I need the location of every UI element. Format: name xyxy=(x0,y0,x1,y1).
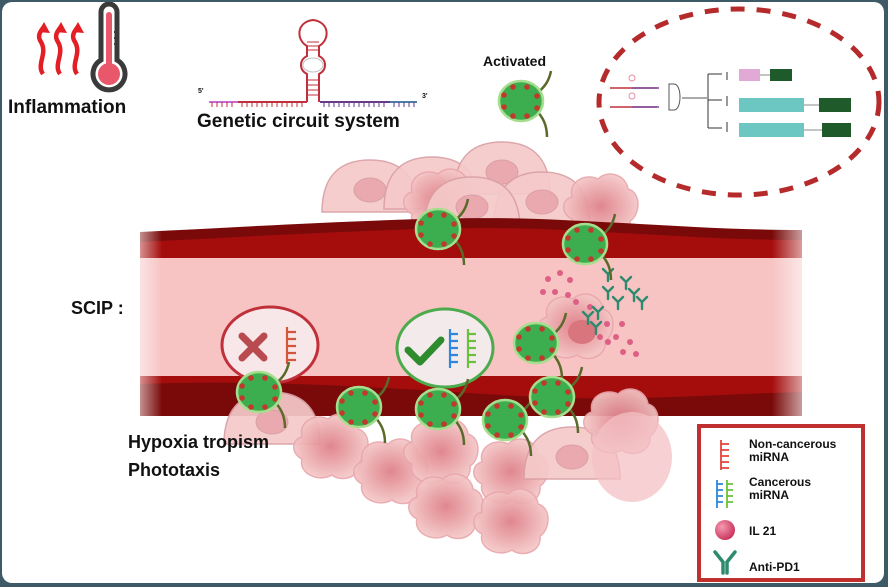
inflammation-label: Inflammation xyxy=(8,97,127,118)
blue-green-mirna-icon xyxy=(716,480,733,508)
hypoxia-tropism-label: Hypoxia tropism xyxy=(128,432,270,452)
legend-label: Anti-PD1 xyxy=(749,560,800,574)
legend-icons xyxy=(713,440,737,575)
cancerous-mirna-icon xyxy=(448,329,476,368)
dying-tumor-cell xyxy=(537,293,614,360)
red-mirna-icon xyxy=(720,440,729,470)
legend-item-cancerous: Cancerous miRNA xyxy=(749,476,811,502)
legend-label-sub: miRNA xyxy=(749,450,790,464)
thermometer-icon xyxy=(90,2,128,93)
legend-item-anti-pd1: Anti-PD1 xyxy=(749,561,800,574)
x-mark-icon xyxy=(238,332,268,362)
acceptance-bubble xyxy=(395,307,495,389)
phototaxis-label: Phototaxis xyxy=(128,460,221,480)
legend-label: IL 21 xyxy=(749,524,777,538)
legend-label: Non-cancerous xyxy=(749,437,837,451)
antibody-icon xyxy=(713,550,737,575)
legend-item-il21: IL 21 xyxy=(749,525,776,538)
activated-label: Activated xyxy=(483,53,547,69)
red-mirna-icon xyxy=(285,327,296,364)
strand-3prime-label: 3' xyxy=(422,93,428,100)
strand-5prime-label: 5' xyxy=(198,88,204,95)
scip-label: SCIP : xyxy=(71,298,124,318)
legend-label-sub: miRNA xyxy=(749,488,790,502)
pink-sphere-icon xyxy=(715,520,735,540)
genetic-circuit-label: Genetic circuit system xyxy=(197,111,400,132)
check-mark-icon xyxy=(404,336,445,366)
genetic-circuit-diagram xyxy=(596,6,882,198)
il21-particles xyxy=(540,270,639,357)
activated-cell-icon xyxy=(497,69,553,139)
legend: Non-cancerous miRNA Cancerous miRNA IL 2… xyxy=(697,424,865,582)
heat-waves-icon xyxy=(36,22,84,76)
tumor-tissue-bottom xyxy=(223,388,672,555)
legend-label: Cancerous xyxy=(749,475,812,489)
rejection-bubble xyxy=(220,305,320,385)
rna-hairpin-icon xyxy=(209,18,417,107)
legend-item-non-cancerous: Non-cancerous miRNA xyxy=(749,438,836,464)
